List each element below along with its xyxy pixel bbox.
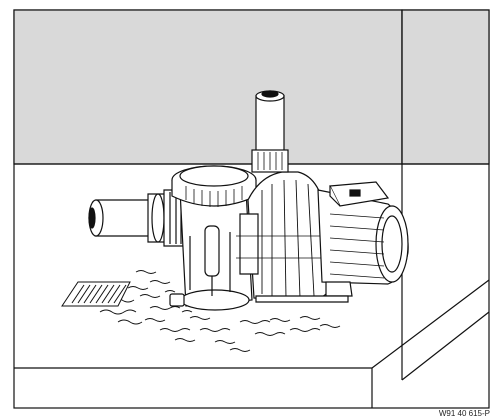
pump-housing [169,165,257,311]
room [13,9,490,409]
drain-grate [61,281,131,307]
side-wall [401,9,490,165]
motor-feet [325,281,353,297]
motor [255,181,409,303]
back-wall [13,9,403,165]
reference-code: W91 40 615-P [439,409,490,418]
drain-plug [169,293,185,307]
outlet-pipe [251,90,289,173]
